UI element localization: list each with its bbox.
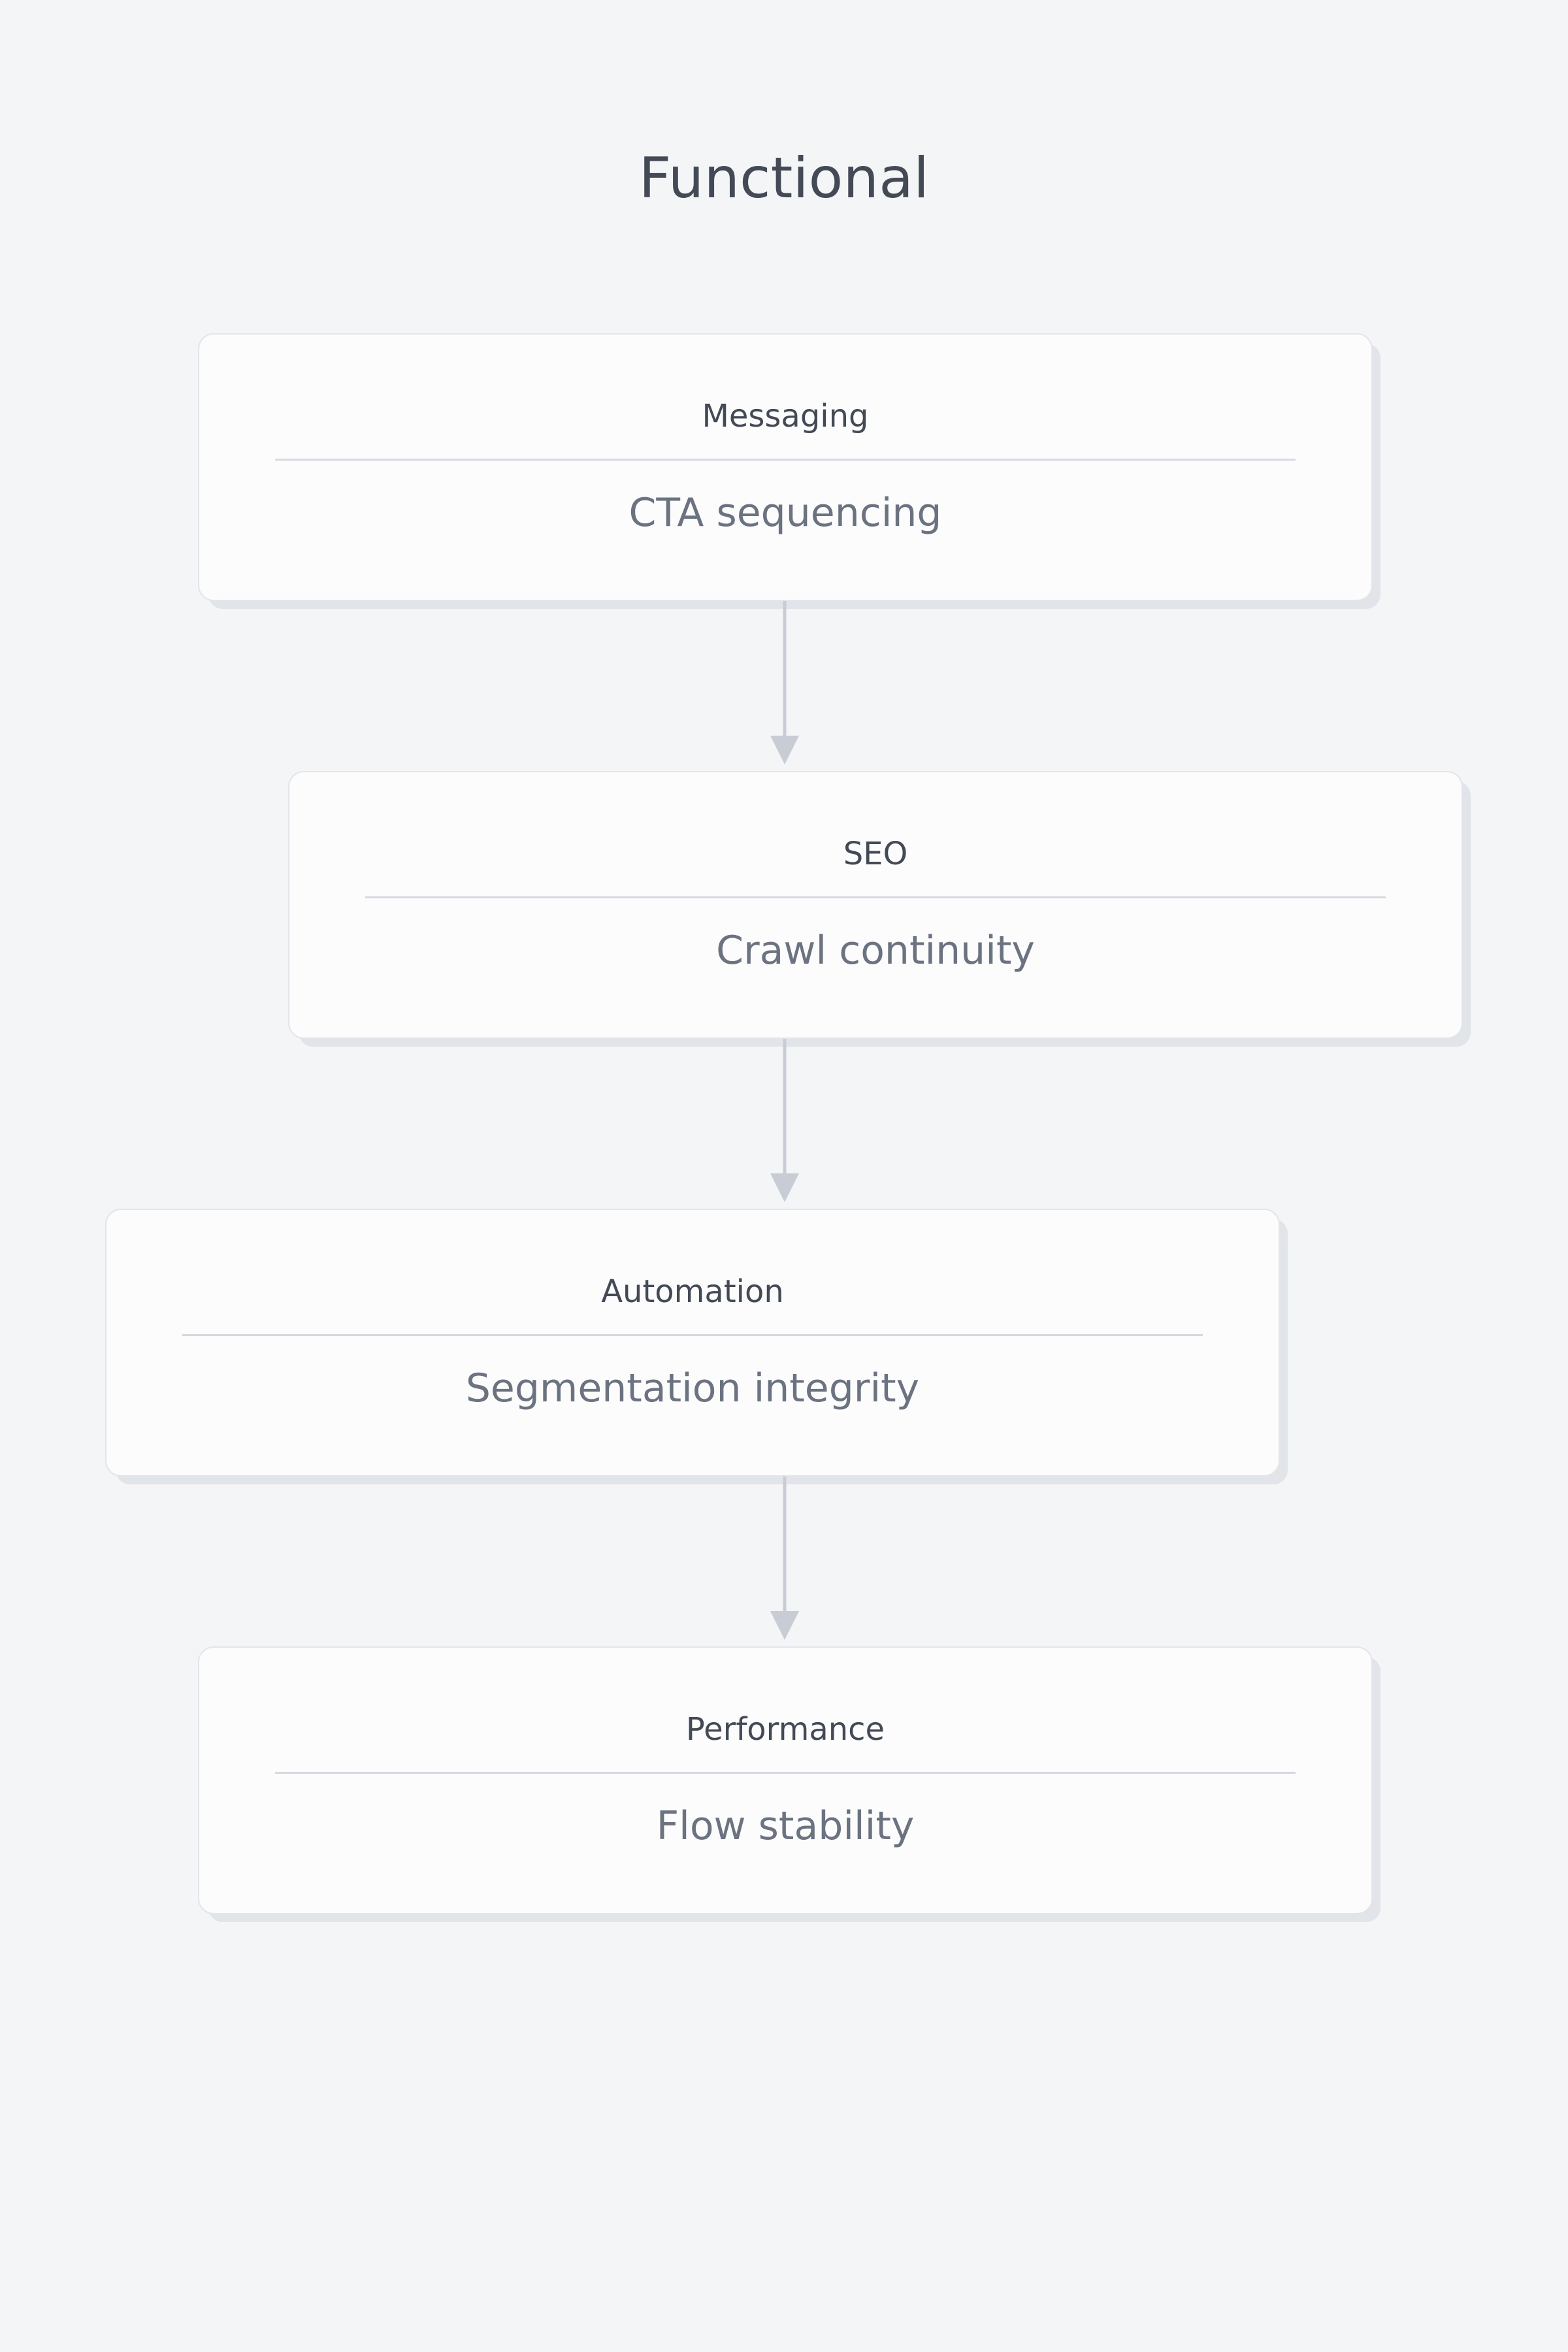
flow-node-row: Automation Segmentation integrity [0,1209,1568,1477]
card-divider [275,459,1296,461]
flow-container: Messaging CTA sequencing SEO Crawl conti… [0,333,1568,1914]
flow-node-subtitle: Crawl continuity [716,928,1035,974]
flow-node-row: Performance Flow stability [0,1646,1568,1914]
down-arrow-icon [770,601,799,764]
connector-2 [0,1039,1568,1209]
page-title: Functional [638,145,930,211]
flow-node-subtitle: Flow stability [656,1803,915,1850]
flow-node-title: Automation [601,1273,784,1310]
flow-node-card-4[interactable]: Performance Flow stability [198,1646,1373,1914]
card-divider [182,1334,1203,1337]
card-divider [365,896,1386,899]
flow-node-title: SEO [843,835,908,872]
flow-node-subtitle: CTA sequencing [629,490,942,536]
connector-3 [0,1477,1568,1646]
card-divider [275,1772,1296,1774]
connector-1 [0,601,1568,771]
flow-node-card-3[interactable]: Automation Segmentation integrity [105,1209,1280,1477]
flow-node-subtitle: Segmentation integrity [465,1365,920,1412]
flow-node-row: Messaging CTA sequencing [0,333,1568,601]
flow-node-title: Messaging [702,397,869,434]
flow-node-title: Performance [685,1710,885,1748]
flow-node-card-2[interactable]: SEO Crawl continuity [288,771,1463,1039]
down-arrow-icon [770,1039,799,1202]
flow-node-row: SEO Crawl continuity [0,771,1568,1039]
down-arrow-icon [770,1477,799,1640]
flow-node-card-1[interactable]: Messaging CTA sequencing [198,333,1373,601]
